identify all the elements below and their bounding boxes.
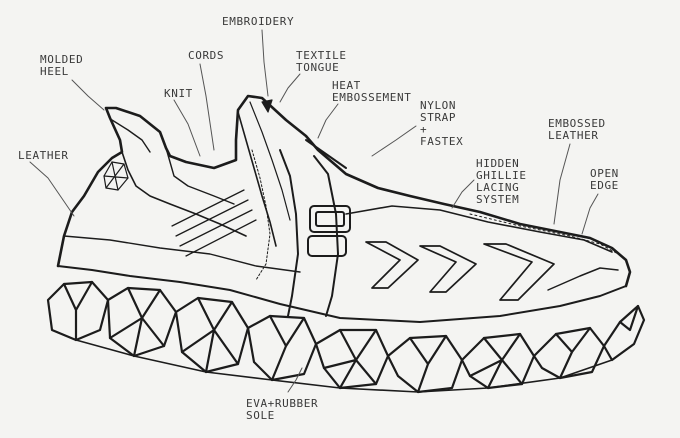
heel-counter [121,151,247,237]
cord-zip [251,149,271,281]
outsole-lugs [46,280,646,394]
knit-stripes [171,189,257,257]
heel-tab [111,119,151,153]
leader-lines [29,29,599,393]
toe-stitch [469,213,623,257]
label-embossed-leather: EMBOSSED LEATHER [548,117,606,142]
nylon-strap [279,139,351,317]
label-embroidery: EMBROIDERY [222,15,295,28]
heel-badge [103,161,129,191]
embroidery-triangle [261,99,273,113]
toe-cap [547,267,619,291]
label-molded-heel: MOLDED HEEL [40,53,84,78]
midsole-top [57,265,627,323]
label-cords: CORDS [188,49,225,62]
label-sole: EVA+RUBBER SOLE [246,397,319,422]
sidewall-band [63,235,301,273]
label-nylon-strap-fastex: NYLON STRAP + FASTEX [420,99,464,148]
tongue-inner [249,101,291,221]
label-textile-tongue: TEXTILE TONGUE [296,49,347,74]
label-knit: KNIT [164,87,193,100]
collar-inner [165,147,235,205]
chevron-embossing [365,241,555,301]
label-hidden-ghillie-lacing-system: HIDDEN GHILLIE LACING SYSTEM [476,157,527,206]
tongue [237,111,277,247]
outsole-base [51,329,635,393]
label-open-edge: OPEN EDGE [590,167,619,192]
label-heat-embossement: HEAT EMBOSSEMENT [332,79,412,104]
label-leather: LEATHER [18,149,69,162]
